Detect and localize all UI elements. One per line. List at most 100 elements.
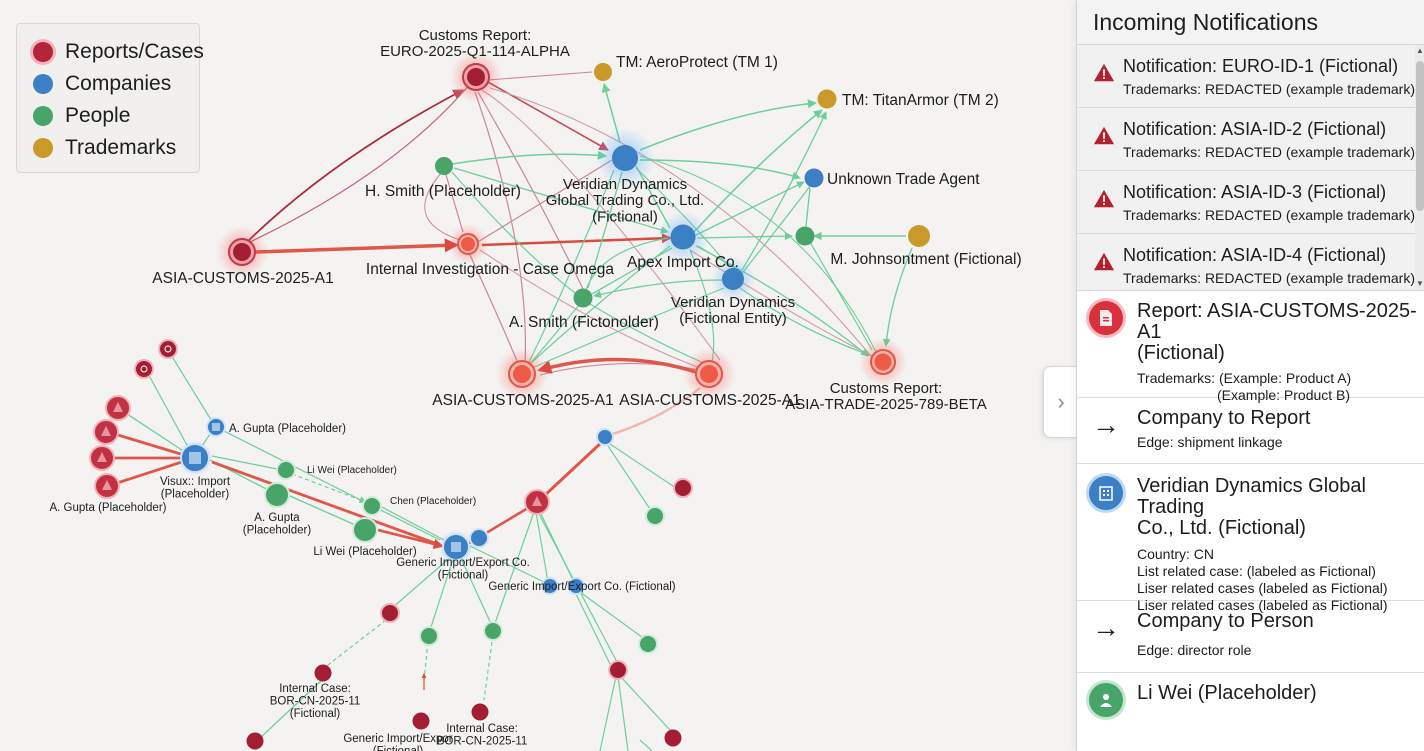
label-customs-beta: Customs Report:ASIA-TRADE-2025-789-BETA: [785, 380, 986, 413]
edge: [639, 739, 653, 751]
chevron-right-icon: ›: [1057, 389, 1065, 414]
node-li-wei[interactable]: [352, 517, 378, 543]
notification-item[interactable]: Notification: EURO-ID-1 (Fictional) Trad…: [1077, 45, 1424, 108]
relationship-graph[interactable]: Customs Report:EURO-2025-Q1-114-ALPHA TM…: [0, 0, 1075, 751]
notification-scrollbar[interactable]: ▲ ▼: [1415, 45, 1424, 290]
edge: [535, 511, 549, 583]
node-m-johnson[interactable]: [908, 225, 930, 247]
company-country: Country: CN: [1137, 546, 1215, 562]
node-company-small[interactable]: [469, 528, 489, 548]
notification-item[interactable]: Notification: ASIA-ID-3 (Fictional) Trad…: [1077, 171, 1424, 234]
node-generic-main[interactable]: [438, 529, 474, 565]
edge: [479, 249, 701, 369]
edge: [475, 159, 613, 244]
edge: [289, 495, 363, 529]
node-warning-report[interactable]: [524, 489, 550, 515]
report-detail-card[interactable]: Report: ASIA-CUSTOMS-2025-A1 (Fictional)…: [1077, 291, 1424, 403]
company-title-suffix: Co., Ltd. (Fictional): [1137, 517, 1306, 539]
node-unknown-agent[interactable]: [804, 168, 824, 188]
edge-detail-card[interactable]: → Company to Report Edge: shipment linka…: [1077, 398, 1424, 464]
node-report-small[interactable]: [608, 660, 628, 680]
node-li-wei-small[interactable]: [276, 460, 296, 480]
node-asia-a1-left[interactable]: [496, 348, 548, 400]
node-internal-left[interactable]: [314, 664, 332, 682]
node-warning-report[interactable]: [105, 395, 131, 421]
company-detail-card[interactable]: Veridian Dynamics Global Trading Co., Lt…: [1077, 464, 1424, 613]
edge: [469, 545, 549, 585]
node-warning-report[interactable]: [89, 445, 115, 471]
collapse-panel-button[interactable]: ›: [1043, 366, 1078, 438]
scroll-down-icon[interactable]: ▼: [1416, 279, 1424, 288]
arrow-right-icon: →: [1092, 409, 1120, 440]
node-veridian-entity[interactable]: [711, 257, 755, 301]
edge: [493, 511, 535, 627]
edge: [451, 150, 607, 165]
scrollbar-thumb[interactable]: [1416, 61, 1424, 211]
node-a-gupta-left[interactable]: [94, 473, 120, 499]
node-company-small[interactable]: [596, 428, 614, 446]
warning-icon: [1093, 63, 1115, 82]
node-person-small[interactable]: [419, 626, 439, 646]
node-customs-beta[interactable]: [859, 338, 907, 386]
node-customs-euro[interactable]: [450, 51, 502, 103]
node-internal-bottom[interactable]: [471, 703, 489, 721]
label-h-smith: H. Smith (Placeholder): [365, 183, 521, 200]
edge: [377, 528, 445, 550]
edge: [609, 443, 677, 489]
node-person-small[interactable]: [645, 506, 665, 526]
node-warning-report[interactable]: [93, 419, 119, 445]
label-tm-titan: TM: TitanArmor (TM 2): [842, 92, 999, 109]
node-report-small[interactable]: [158, 339, 178, 359]
node-veridian-global[interactable]: [595, 128, 655, 188]
label-line: (Fictional): [438, 569, 489, 581]
node-person-small[interactable]: [483, 621, 503, 641]
node-person-small[interactable]: [638, 634, 658, 654]
node-report-small[interactable]: [380, 603, 400, 623]
warning-icon: [1093, 189, 1115, 208]
node-report-small[interactable]: [673, 478, 693, 498]
node-h-smith[interactable]: [435, 157, 453, 175]
node-generic-right-b[interactable]: [567, 577, 585, 595]
node-report-small[interactable]: [134, 359, 154, 379]
node-generic-bottom[interactable]: [412, 712, 430, 730]
node-chen[interactable]: [362, 496, 382, 516]
label-line: ASIA-TRADE-2025-789-BETA: [785, 396, 986, 413]
node-a-smith[interactable]: [573, 288, 593, 308]
node-a-gupta-mid[interactable]: [264, 482, 290, 508]
scroll-up-icon[interactable]: ▲: [1416, 46, 1424, 55]
company-title: Veridian Dynamics Global Trading: [1137, 475, 1366, 518]
legend-item-reports: Reports/Cases: [33, 36, 204, 68]
node-report-small[interactable]: [664, 729, 682, 747]
node-visux[interactable]: [177, 440, 213, 476]
legend-label: Reports/Cases: [65, 40, 204, 63]
edge-detail-card[interactable]: → Company to Person Edge: director role: [1077, 601, 1424, 673]
edge: [459, 555, 493, 627]
node-report-small[interactable]: [246, 732, 264, 750]
node-tm-titan[interactable]: [817, 89, 837, 109]
edge: [591, 247, 673, 295]
notification-item[interactable]: Notification: ASIA-ID-4 (Fictional) Trad…: [1077, 234, 1424, 290]
notification-title: Notification: ASIA-ID-3 (Fictional): [1123, 182, 1387, 202]
node-asia-a1-right[interactable]: [683, 348, 735, 400]
edge: [487, 71, 593, 81]
label-line: EURO-2025-Q1-114-ALPHA: [380, 43, 570, 60]
edge: [211, 460, 441, 547]
notification-item[interactable]: Notification: ASIA-ID-2 (Fictional) Trad…: [1077, 108, 1424, 171]
person-detail-card[interactable]: Li Wei (Placeholder): [1077, 673, 1424, 733]
node-asia-a1-main[interactable]: [216, 226, 268, 278]
node-generic-right-a[interactable]: [541, 577, 559, 595]
label-line: (Fictional): [592, 208, 658, 225]
node-apex[interactable]: [657, 211, 709, 263]
label-internal-left: Internal Case:BOR-CN-2025-11(Fictional): [270, 683, 361, 720]
edge: [617, 675, 629, 751]
notification-list[interactable]: Notification: EURO-ID-1 (Fictional) Trad…: [1077, 45, 1424, 291]
edge-subtitle: Edge: shipment linkage: [1137, 434, 1283, 450]
edge: [809, 241, 873, 351]
node-a-gupta-top[interactable]: [206, 417, 226, 437]
node-tm-aero[interactable]: [594, 63, 612, 81]
node-small-green[interactable]: [795, 226, 815, 246]
node-case-omega[interactable]: [448, 224, 488, 264]
company-related: Liser related cases (labeled as Fictiona…: [1137, 580, 1388, 596]
person-icon: [1089, 683, 1123, 717]
edge: [259, 679, 323, 739]
